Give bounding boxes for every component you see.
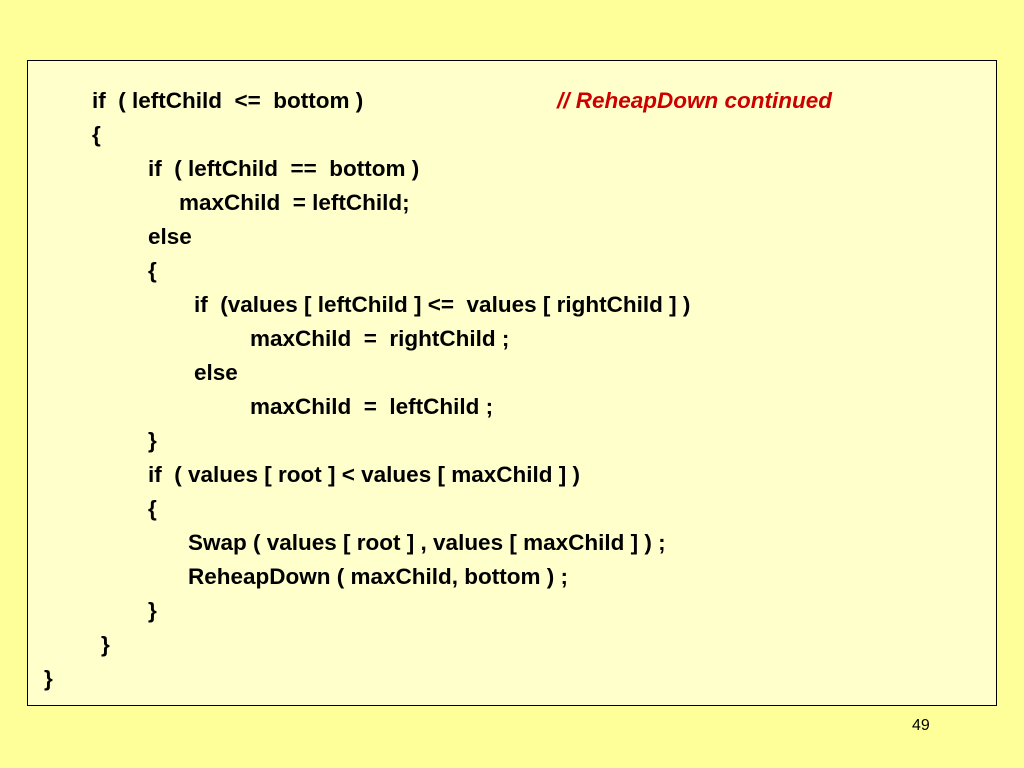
code-line: else bbox=[194, 360, 238, 385]
page-number: 49 bbox=[912, 717, 930, 734]
code-line: if ( leftChild <= bottom ) bbox=[92, 88, 364, 113]
code-line: maxChild = leftChild; bbox=[179, 190, 410, 215]
code-line: if (values [ leftChild ] <= values [ rig… bbox=[194, 292, 691, 317]
code-line: { bbox=[148, 496, 157, 521]
code-line: { bbox=[148, 258, 157, 283]
code-line: maxChild = rightChild ; bbox=[250, 326, 510, 351]
code-line: else bbox=[148, 224, 192, 249]
code-comment: // ReheapDown continued bbox=[557, 88, 833, 113]
code-line: { bbox=[92, 122, 101, 147]
code-line: Swap ( values [ root ] , values [ maxChi… bbox=[188, 530, 666, 555]
code-line: } bbox=[148, 428, 157, 453]
code-line: } bbox=[148, 598, 157, 623]
code-line: if ( values [ root ] < values [ maxChild… bbox=[148, 462, 580, 487]
code-box bbox=[27, 60, 997, 706]
code-line: } bbox=[101, 632, 110, 657]
code-line: ReheapDown ( maxChild, bottom ) ; bbox=[188, 564, 568, 589]
code-line: if ( leftChild == bottom ) bbox=[148, 156, 420, 181]
code-line: } bbox=[44, 666, 53, 691]
code-line: maxChild = leftChild ; bbox=[250, 394, 494, 419]
